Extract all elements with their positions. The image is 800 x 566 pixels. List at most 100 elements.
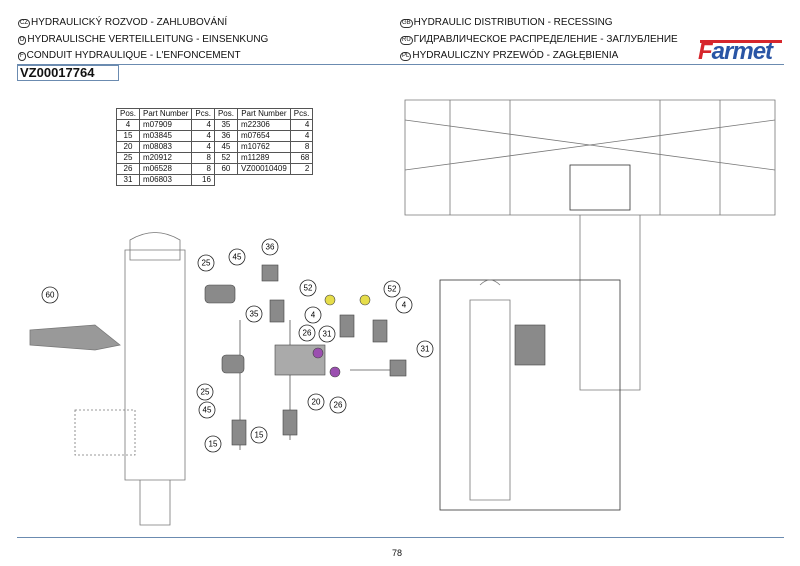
table-cell: 4 (289, 130, 314, 142)
plug-26b (329, 366, 341, 378)
table-cell: m06803 (139, 174, 193, 186)
table-cell: m10762 (236, 141, 291, 153)
callout-label: 52 (388, 285, 397, 294)
table-cell: 4 (191, 119, 215, 131)
callout-35: 35 (245, 305, 263, 323)
table-cell: 4 (115, 119, 141, 131)
callout-circle (197, 254, 215, 272)
callout-circle (318, 325, 336, 343)
table-cell: m08083 (139, 141, 193, 153)
callout-26: 26 (298, 324, 316, 342)
fitting-36 (261, 264, 279, 282)
detail-fittings (514, 324, 546, 366)
table-cell: 8 (191, 152, 215, 164)
callout-36: 36 (261, 238, 279, 256)
table-cell: 4 (191, 130, 215, 142)
callout-45: 45 (228, 248, 246, 266)
washer-52b (359, 294, 371, 306)
callout-25: 25 (197, 254, 215, 272)
callout-label: 4 (402, 301, 407, 310)
washer-52a (324, 294, 336, 306)
callout-circle (395, 296, 413, 314)
callout-25: 25 (196, 383, 214, 401)
table-cell: m07654 (236, 130, 291, 142)
fitting-4b (372, 319, 388, 343)
frame-lattice (404, 100, 776, 215)
cylinder-head (129, 232, 181, 261)
callout-circle (298, 324, 316, 342)
callout-26: 26 (329, 396, 347, 414)
column-header: Part Number (139, 108, 193, 120)
callout-circle (307, 393, 325, 411)
lang-badge: F (18, 52, 26, 61)
callout-label: 4 (311, 311, 316, 320)
callout-circle (228, 248, 246, 266)
fitting-31 (389, 359, 407, 377)
table-cell: 35 (213, 119, 238, 131)
lang-badge: PL (400, 52, 412, 61)
callout-label: 15 (255, 431, 264, 440)
callout-label: 26 (334, 401, 343, 410)
title-text: HYDRAULICKÝ ROZVOD - ZAHLUBOVÁNÍ (31, 17, 228, 28)
callout-circle (198, 401, 216, 419)
table-cell: 8 (289, 141, 314, 153)
fitting-25 (204, 284, 236, 304)
table-cell: 60 (213, 163, 238, 175)
title-text: HYDRAULIC DISTRIBUTION - RECESSING (413, 17, 613, 28)
detail-cylinder (469, 279, 511, 501)
cylinder-rod (139, 480, 171, 526)
plug-26a (312, 347, 324, 359)
callout-circle (41, 286, 59, 304)
fitting-15a (231, 419, 247, 446)
callout-31: 31 (318, 325, 336, 343)
callout-circle (245, 305, 263, 323)
column-header: Pcs. (191, 108, 215, 120)
table-cell: m22306 (236, 119, 291, 131)
callout-circle (204, 435, 222, 453)
table-cell: 45 (213, 141, 238, 153)
callout-label: 45 (203, 406, 212, 415)
assembly-code: VZ00017764 (17, 65, 119, 81)
bracket-60 (29, 324, 121, 351)
farmet-logo: Farmet (698, 38, 773, 65)
callout-circle (416, 340, 434, 358)
lang-badge: GB (400, 19, 413, 28)
title-text: HYDRAULISCHE VERTEILLEITUNG - EINSENKUNG (27, 34, 269, 45)
table-cell: 15 (115, 130, 141, 142)
title-text: HYDRAULICZNY PRZEWÓD - ZAGŁĘBIENIA (412, 50, 619, 61)
callout-label: 52 (304, 284, 313, 293)
column-header: Pos. (115, 108, 141, 120)
callout-20: 20 (307, 393, 325, 411)
cylinder-body (124, 249, 186, 481)
callout-circle (261, 238, 279, 256)
callout-15: 15 (204, 435, 222, 453)
callout-31: 31 (416, 340, 434, 358)
callout-circle (304, 306, 322, 324)
fitting-4a (339, 314, 355, 338)
table-cell: 4 (289, 119, 314, 131)
callout-label: 31 (421, 345, 430, 354)
table-cell: m20912 (139, 152, 193, 164)
callout-45: 45 (198, 401, 216, 419)
table-cell: m07909 (139, 119, 193, 131)
table-cell: 4 (191, 141, 215, 153)
title-text: ГИДРАВЛИЧЕСКОЕ РАСПРЕДЕЛЕНИЕ - ЗАГЛУБЛЕН… (413, 34, 678, 45)
table-cell: 2 (289, 163, 314, 175)
callout-label: 35 (250, 310, 259, 319)
fitting-15b (282, 409, 298, 436)
callout-circle (299, 279, 317, 297)
